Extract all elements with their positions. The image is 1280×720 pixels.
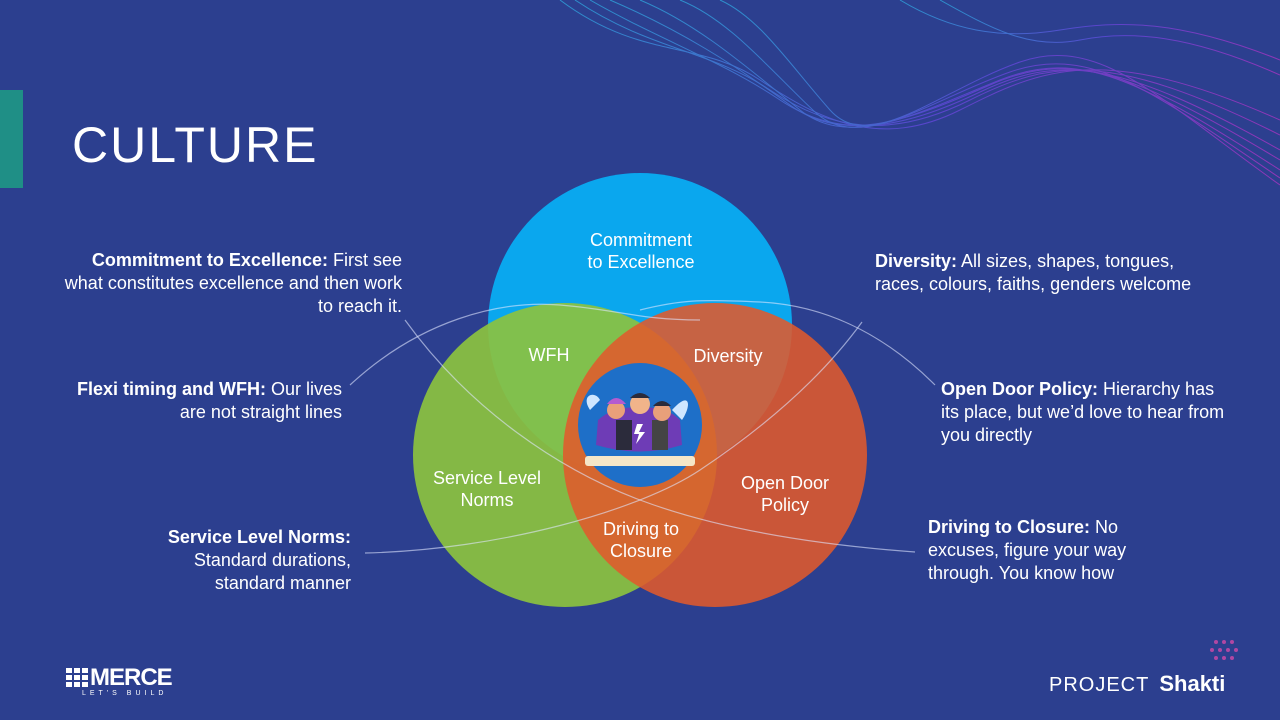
venn-label-commitment-text: Commitment to Excellence — [587, 230, 695, 272]
connector-lines — [349, 299, 936, 554]
venn-label-service-level-text: Service Level Norms — [432, 468, 542, 510]
desc-opendoor-body: Hierarchy has its place, but we’d love t… — [941, 379, 1225, 445]
venn-label-closure-text: Driving to Closure — [602, 519, 680, 561]
desc-closure-head: Driving to Closure: — [928, 517, 1091, 537]
shakti-logo-text: Shakti — [1159, 671, 1226, 696]
desc-excellence: Commitment to Excellence: First see what… — [60, 249, 402, 318]
desc-flexi-body: Our lives are not straight lines — [179, 379, 342, 422]
desc-closure-body: No excuses, figure your way through. You… — [928, 517, 1127, 583]
desc-diversity-head: Diversity: — [875, 251, 958, 271]
project-logo-text: PROJECT — [1049, 674, 1150, 696]
desc-diversity-body: All sizes, shapes, tongues, races, colou… — [875, 251, 1192, 294]
team-illustration — [578, 363, 702, 487]
desc-flexi-head: Flexi timing and WFH: — [76, 379, 266, 399]
merce-grid-icon — [66, 668, 88, 687]
slide-title: CULTURE — [72, 117, 319, 173]
venn-label-diversity-text: Diversity — [693, 346, 763, 366]
desc-closure: Driving to Closure: No excuses, figure y… — [928, 516, 1168, 585]
desc-opendoor-head: Open Door Policy: — [941, 379, 1099, 399]
project-shakti-logo: PROJECT Shakti — [1049, 671, 1225, 697]
desc-excellence-head: Commitment to Excellence: — [91, 250, 328, 270]
desc-diversity: Diversity: All sizes, shapes, tongues, r… — [875, 250, 1220, 296]
desc-service-body: Standard durations, standard manner — [193, 550, 351, 593]
venn-label-open-door: Open Door Policy — [741, 472, 829, 516]
venn-label-service-level: Service Level Norms — [433, 467, 541, 511]
venn-label-wfh-text: WFH — [528, 345, 570, 365]
desc-opendoor: Open Door Policy: Hierarchy has its plac… — [941, 378, 1226, 447]
desc-service: Service Level Norms: Standard durations,… — [130, 526, 351, 595]
venn-label-wfh: WFH — [529, 344, 570, 366]
venn-label-open-door-text: Open Door Policy — [740, 473, 830, 515]
merce-logo-tagline: LET'S BUILD — [82, 690, 168, 697]
desc-flexi: Flexi timing and WFH: Our lives are not … — [60, 378, 342, 424]
title-accent-bar — [0, 90, 23, 188]
decorative-wave — [559, 0, 1280, 186]
venn-label-closure: Driving to Closure — [603, 518, 679, 562]
decorative-dots — [1210, 640, 1238, 660]
merce-logo-text: MERCE — [90, 664, 173, 691]
venn-label-commitment: Commitment to Excellence — [587, 229, 694, 273]
venn-label-diversity: Diversity — [693, 345, 762, 367]
merce-logo: MERCE LET'S BUILD — [66, 664, 173, 697]
desc-excellence-body: First see what constitutes excellence an… — [64, 250, 402, 316]
desc-service-head: Service Level Norms: — [167, 527, 351, 547]
